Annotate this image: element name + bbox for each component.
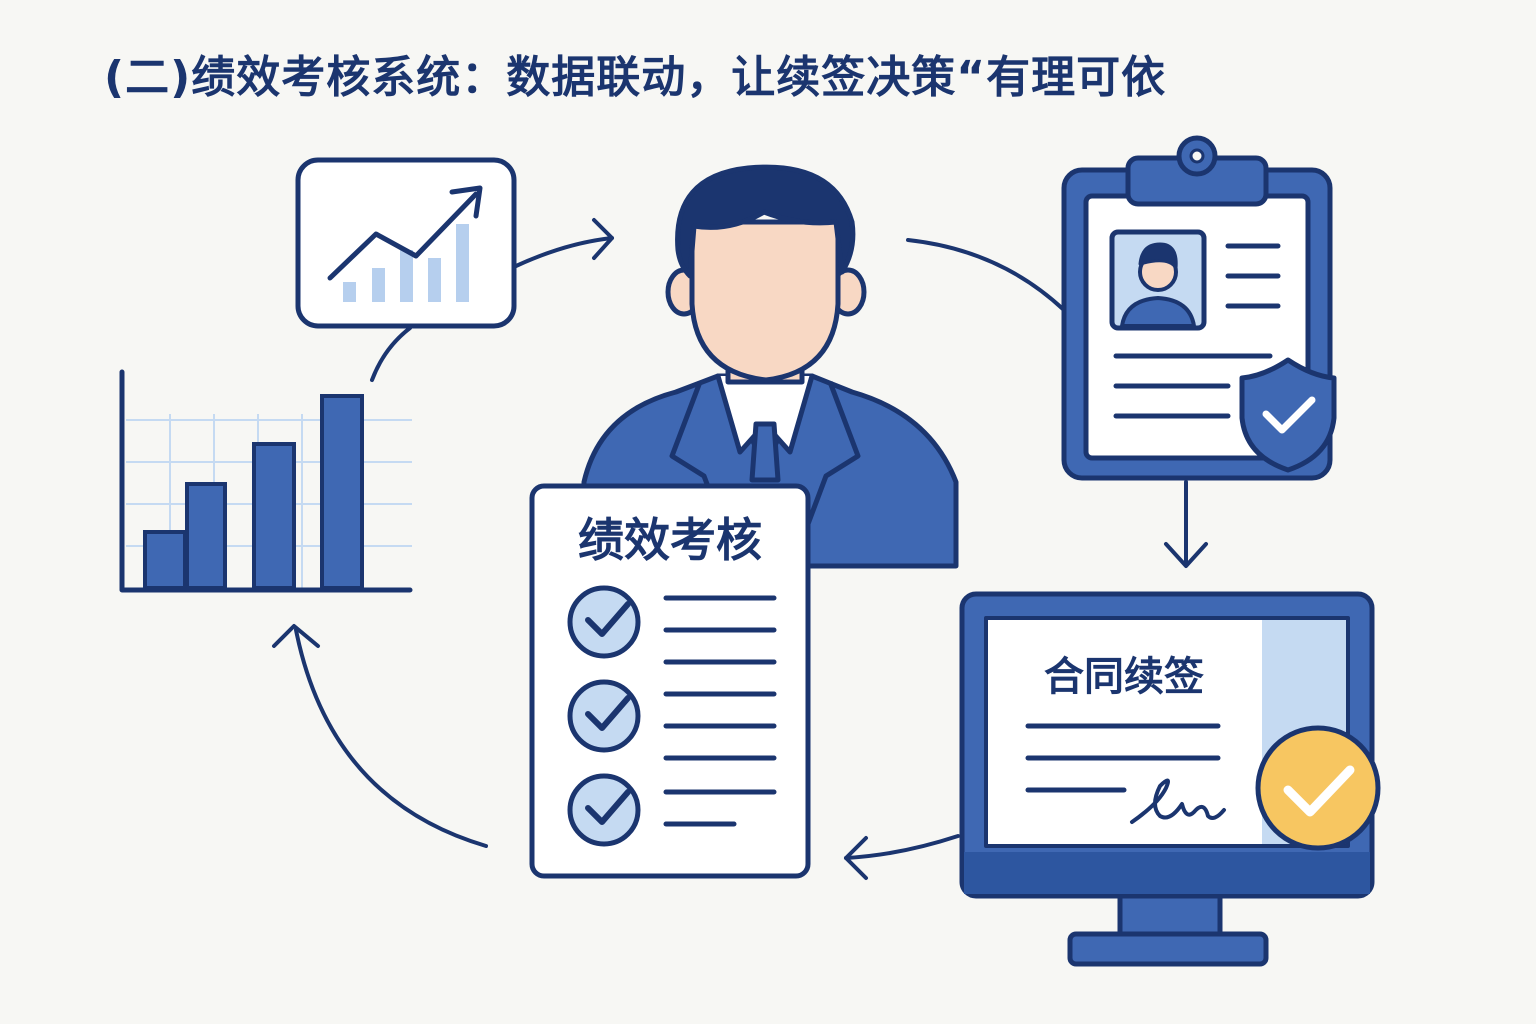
evaluation-sheet-label: 绩效考核 xyxy=(578,513,762,567)
arrow-chart-to-trend xyxy=(370,326,412,382)
arrow-head-evaluation-to-chart xyxy=(272,624,320,648)
arrow-head-monitor-to-evaluation xyxy=(844,836,868,880)
bar-chart-icon xyxy=(119,369,413,593)
checklist-document-icon xyxy=(529,483,811,879)
arrow-monitor-to-evaluation xyxy=(844,834,960,860)
arrow-employee-to-profile xyxy=(906,238,1066,312)
arrow-head-trend-to-employee xyxy=(592,218,614,260)
flow-arrows xyxy=(272,218,1208,880)
contract-monitor-icon xyxy=(959,591,1381,967)
trend-chart-icon xyxy=(295,157,517,329)
profile-clipboard-icon xyxy=(1061,135,1337,481)
arrow-trend-to-employee xyxy=(514,236,614,268)
renewal-monitor-label: 合同续签 xyxy=(1044,654,1204,700)
arrow-head-profile-to-monitor xyxy=(1164,542,1208,568)
arrow-evaluation-to-chart xyxy=(294,628,488,848)
page-title: (二)绩效考核系统：数据联动，让续签决策“有理可依 xyxy=(104,52,1167,103)
